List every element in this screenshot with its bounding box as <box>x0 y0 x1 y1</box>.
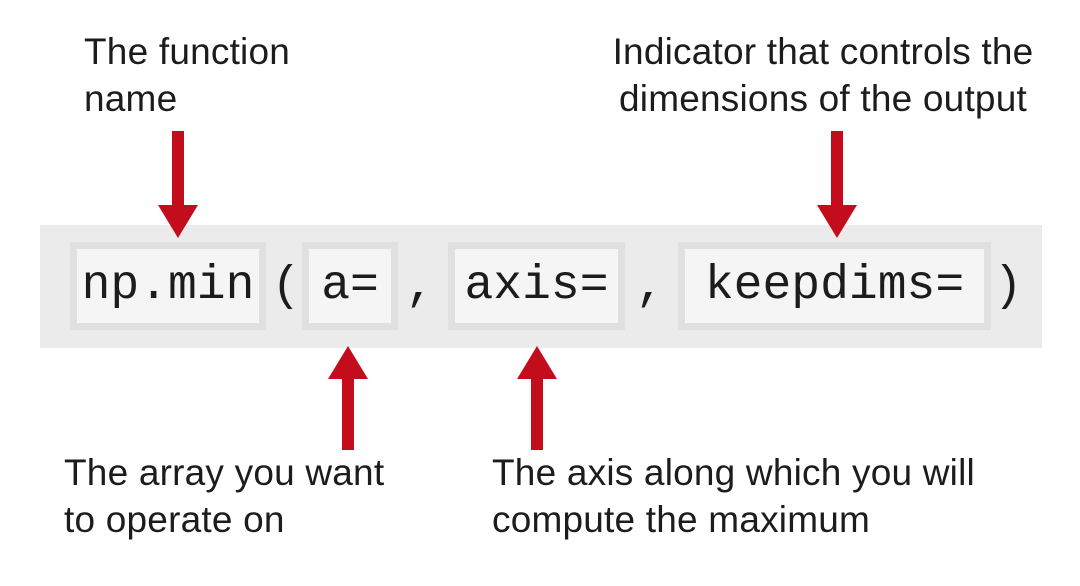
arrow-head <box>158 205 198 238</box>
arrow-head <box>517 346 557 379</box>
arrow-shaft <box>831 131 843 207</box>
code-box-param-keepdims: keepdims= <box>678 242 991 330</box>
open-paren: ( <box>271 259 301 314</box>
arrow-head <box>328 346 368 379</box>
arrow-shaft <box>172 131 184 207</box>
comma-separator: , <box>405 259 435 314</box>
code-box-param-axis: axis= <box>448 242 625 330</box>
label-axis-param: The axis along which you will compute th… <box>492 452 975 540</box>
arrow-shaft <box>342 377 354 450</box>
arrow-shaft <box>531 377 543 450</box>
up-arrow-param-a-icon <box>327 346 369 450</box>
close-paren: ) <box>993 259 1023 314</box>
code-box-param-a: a= <box>302 242 398 330</box>
label-array-param: The array you want to operate on <box>64 452 385 540</box>
code-box-function: np.min <box>70 242 266 330</box>
arrow-head <box>817 205 857 238</box>
down-arrow-function-name-icon <box>157 131 199 238</box>
up-arrow-param-axis-icon <box>516 346 558 450</box>
label-keepdims-indicator: Indicator that controls the dimensions o… <box>612 31 1034 119</box>
label-function-name: The function name <box>84 31 291 119</box>
down-arrow-keepdims-icon <box>816 131 858 238</box>
code-bar: np.min ( a= , axis= , keepdims= ) <box>40 225 1042 348</box>
comma-separator: , <box>635 259 665 314</box>
